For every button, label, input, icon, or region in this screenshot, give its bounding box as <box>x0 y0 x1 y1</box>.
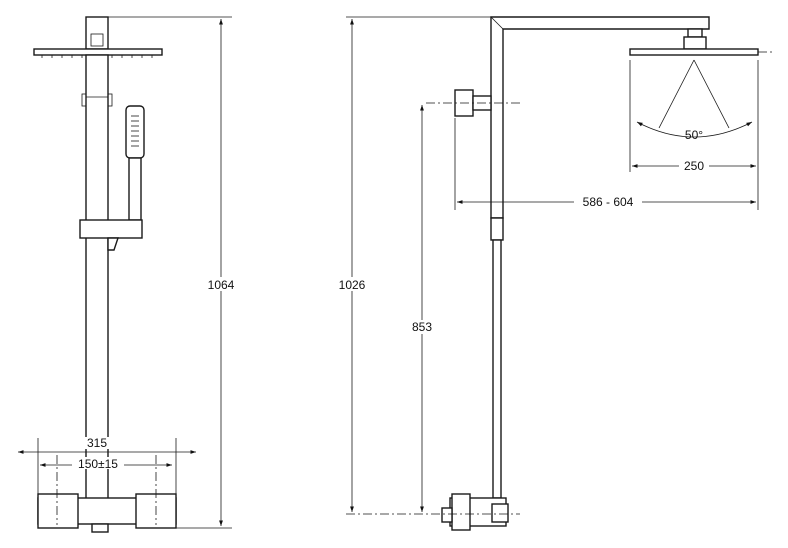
mixer-handle-left <box>37 493 79 529</box>
riser-clamp-right <box>107 93 113 107</box>
mixer-side-eccentric <box>441 507 453 523</box>
head-connector <box>687 28 703 38</box>
dim-connection-spacing: 150±15 <box>78 457 118 471</box>
overhead-shower-plate <box>33 48 163 56</box>
head-mount-block <box>85 16 109 50</box>
front-view: 315 150±15 1064 <box>18 16 240 533</box>
hand-shower-holder <box>79 219 143 239</box>
mixer-outlet <box>91 523 109 533</box>
dim-projection: 586 - 604 <box>583 195 634 209</box>
dim-overall-height-front: 1064 <box>208 278 235 292</box>
lower-riser-pipe <box>492 239 502 499</box>
spray-angle-arc <box>636 121 753 138</box>
overhead-arm <box>490 16 710 219</box>
spray-angle-right <box>693 59 730 129</box>
riser-clamp-left <box>81 93 87 107</box>
hand-shower-handle <box>128 157 142 221</box>
dim-head-diameter: 250 <box>684 159 704 173</box>
head-ball-joint <box>683 36 707 50</box>
head-mount-joint <box>90 33 104 47</box>
shower-riser-pipe <box>85 54 109 501</box>
dim-overall-height-side: 1026 <box>339 278 366 292</box>
side-view: 50° 250 586 - 604 853 1026 <box>334 16 772 531</box>
dim-mixer-width: 315 <box>87 436 107 450</box>
holder-knob <box>107 237 119 251</box>
shower-plate-nozzles <box>41 55 153 58</box>
dim-outlet-height: 853 <box>412 320 432 334</box>
hand-shower-nozzles <box>131 115 139 147</box>
riser-coupling <box>490 217 504 241</box>
mixer-side-connector <box>451 493 471 531</box>
hand-shower-head <box>125 105 145 159</box>
mixer-side-cap <box>491 503 509 523</box>
shower-head-plate <box>629 48 759 56</box>
spray-angle-left <box>658 59 695 129</box>
dim-spray-angle: 50° <box>685 128 703 142</box>
